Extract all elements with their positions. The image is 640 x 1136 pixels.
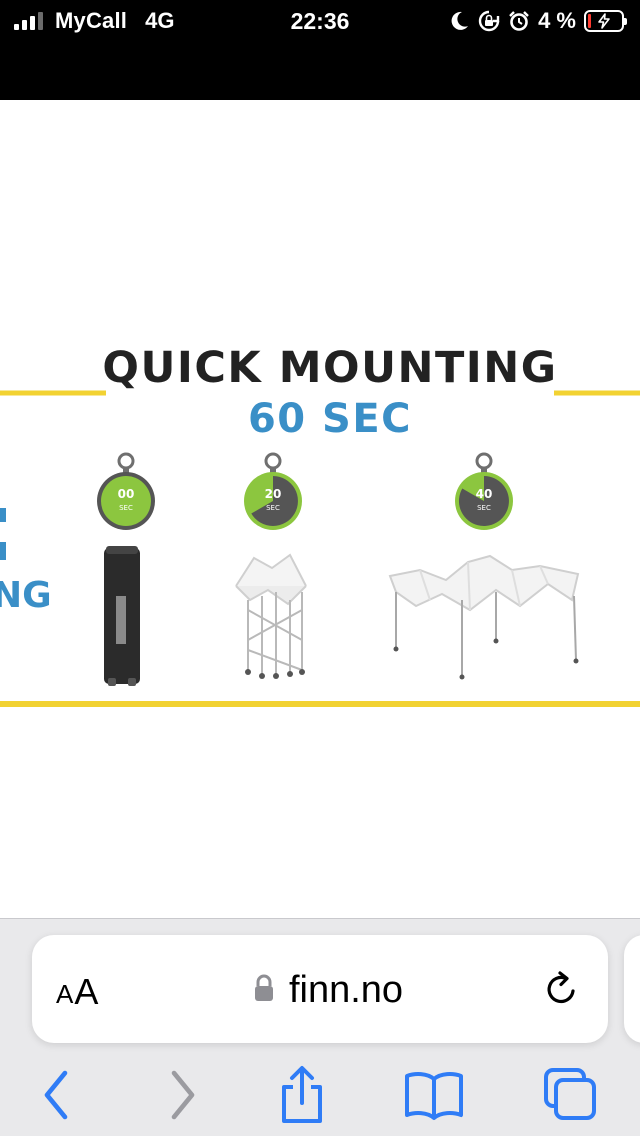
stopwatch-icon-40 xyxy=(455,452,513,530)
reload-button[interactable] xyxy=(542,969,582,1009)
product-image: 00 SEC 20 SEC 40 SEC xyxy=(0,390,640,707)
timer-value-2: 20 xyxy=(265,487,282,501)
promo-subheading: 60 SEC xyxy=(247,396,413,442)
url-text: finn.no xyxy=(288,968,404,1011)
url-group[interactable]: finn.no xyxy=(32,965,608,1015)
orientation-lock-icon xyxy=(478,10,500,32)
back-icon xyxy=(44,1070,68,1120)
signal-icon xyxy=(14,12,43,30)
moon-icon xyxy=(448,10,470,32)
timer-value-1: 00 xyxy=(118,487,135,501)
lock-icon xyxy=(253,973,275,1008)
share-button[interactable] xyxy=(270,1065,334,1125)
share-icon xyxy=(282,1066,322,1123)
aa-big-label: A xyxy=(74,971,99,1012)
browser-toolbar: A A finn.no xyxy=(0,918,640,1136)
promo-heading: QUICK MOUNTING xyxy=(102,343,558,393)
status-time: 22:36 xyxy=(290,8,350,34)
aa-small-label: A xyxy=(56,979,74,1009)
tabs-icon xyxy=(544,1068,596,1120)
battery-percent: 4 % xyxy=(538,8,576,33)
address-bar[interactable]: A A finn.no xyxy=(32,935,608,1043)
carrier-name: MyCall xyxy=(55,8,128,33)
tabs-button[interactable] xyxy=(538,1065,602,1125)
forward-icon xyxy=(171,1070,195,1120)
timer-unit-2: SEC xyxy=(266,504,280,512)
carry-bag-illustration xyxy=(104,546,140,686)
charging-icon xyxy=(598,13,610,29)
timer-unit-3: SEC xyxy=(477,504,491,512)
stopwatch-icon-00 xyxy=(97,452,155,530)
timer-unit-1: SEC xyxy=(119,504,133,512)
status-left: MyCall 4G xyxy=(14,8,174,34)
status-right: 4 % xyxy=(448,6,627,36)
toolbar-nav-row xyxy=(0,1055,640,1125)
folded-frame-illustration xyxy=(235,553,307,679)
battery-icon xyxy=(584,10,627,32)
open-gazebo-illustration xyxy=(388,554,580,680)
stopwatch-icon-20 xyxy=(244,452,302,530)
alarm-icon xyxy=(508,10,530,32)
web-content: 00 SEC 20 SEC 40 SEC xyxy=(0,100,640,918)
bookmarks-icon xyxy=(405,1072,463,1120)
back-button[interactable] xyxy=(25,1065,89,1125)
network-type: 4G xyxy=(145,8,175,33)
next-tab-address-bar[interactable] xyxy=(624,935,640,1043)
status-bar: MyCall 4G 22:36 4 % xyxy=(0,0,640,100)
reload-icon xyxy=(547,971,575,1004)
bookmarks-button[interactable] xyxy=(402,1065,466,1125)
forward-button[interactable] xyxy=(150,1065,214,1125)
promo-side-text: NG xyxy=(0,575,52,616)
timer-value-3: 40 xyxy=(476,487,493,501)
reader-aa-button[interactable]: A A xyxy=(56,969,99,1012)
